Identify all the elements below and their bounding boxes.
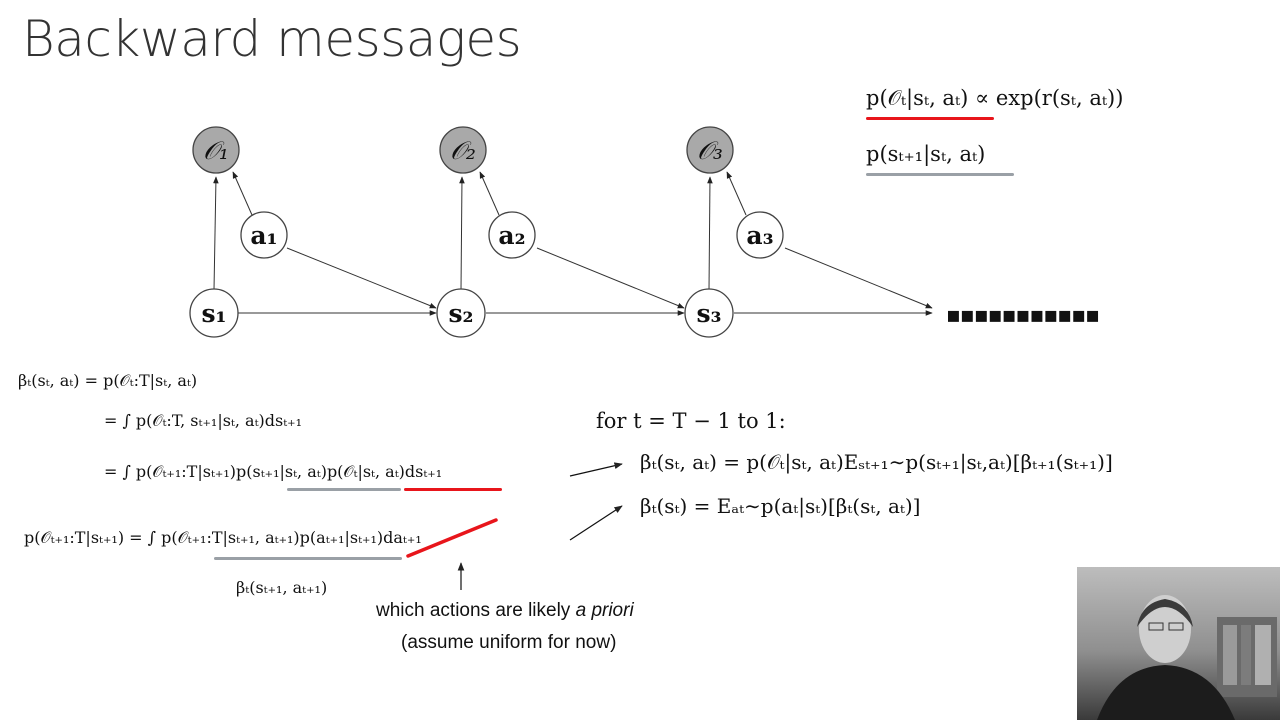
edge-s3-o3 — [707, 176, 713, 291]
beta-state-action: βₜ(sₜ, aₜ) = p(𝒪ₜ|sₜ, aₜ)Eₛₜ₊₁∼p(sₜ₊₁|sₜ… — [640, 450, 1113, 474]
dynamics-term: p(sₜ₊₁|sₜ, aₜ) — [866, 142, 986, 166]
label-s3: s₃ — [696, 299, 721, 328]
dynamics-underline — [866, 173, 1014, 176]
optimality-term-underline — [404, 488, 502, 491]
derivation-line-3: = ∫ p(𝒪ₜ₊₁:T|sₜ₊₁)p(sₜ₊₁|sₜ, aₜ)p(𝒪ₜ|sₜ,… — [104, 462, 443, 481]
prior-strike — [406, 518, 498, 558]
edge-a3-next — [784, 247, 933, 309]
label-a2: a₂ — [498, 221, 525, 250]
label-s1: s₁ — [201, 299, 226, 328]
slide-title: Backward messages — [22, 10, 522, 68]
loop-header: for t = T − 1 to 1: — [596, 409, 786, 433]
edge-a2-o2 — [479, 171, 500, 216]
node-o1 — [192, 126, 240, 174]
node-a3 — [736, 211, 784, 259]
node-s3 — [684, 288, 734, 338]
edge-s2-o2 — [459, 176, 465, 291]
optimality-likelihood: p(𝒪ₜ|sₜ, aₜ) ∝ exp(r(sₜ, aₜ)) — [866, 86, 1124, 110]
label-s2: s₂ — [448, 299, 473, 328]
derivation-line-1: βₜ(sₜ, aₜ) = p(𝒪ₜ:T|sₜ, aₜ) — [18, 371, 198, 390]
node-o3 — [686, 126, 734, 174]
label-o2: 𝒪₂ — [450, 136, 476, 165]
label-o3: 𝒪₃ — [697, 136, 723, 165]
arrow-to-beta-s — [569, 505, 623, 541]
node-a1 — [240, 211, 288, 259]
edge-a2-s3 — [536, 247, 685, 309]
prior-note-line-2: (assume uniform for now) — [401, 632, 617, 653]
derivation-line-2: = ∫ p(𝒪ₜ:T, sₜ₊₁|sₜ, aₜ)dsₜ₊₁ — [104, 411, 303, 430]
derivation-line-4: p(𝒪ₜ₊₁:T|sₜ₊₁) = ∫ p(𝒪ₜ₊₁:T|sₜ₊₁, aₜ₊₁)p… — [24, 528, 422, 547]
node-a2 — [488, 211, 536, 259]
beta-label: βₜ(sₜ₊₁, aₜ₊₁) — [236, 578, 328, 597]
edge-s1-o1 — [213, 176, 219, 291]
edge-a1-s2 — [286, 247, 437, 309]
beta-term-underline — [214, 557, 402, 560]
beta-state: βₜ(sₜ) = Eₐₜ∼p(aₜ|sₜ)[βₜ(sₜ, aₜ)] — [640, 494, 921, 518]
optimality-underline — [866, 117, 994, 120]
presenter-figure — [1097, 595, 1277, 720]
node-o2 — [439, 126, 487, 174]
node-s1 — [189, 288, 239, 338]
label-a3: a₃ — [746, 221, 773, 250]
label-o1: 𝒪₁ — [203, 136, 229, 165]
dynamics-term-underline — [287, 488, 401, 491]
label-a1: a₁ — [250, 221, 277, 250]
presenter-webcam — [1077, 567, 1280, 720]
edge-a3-o3 — [726, 171, 747, 216]
prior-note-line-1: which actions are likely a priori — [376, 600, 634, 621]
edge-a1-o1 — [232, 171, 253, 216]
ellipsis-dots: ▪▪▪▪▪▪▪▪▪▪▪ — [946, 303, 1099, 328]
arrow-to-beta-sa — [569, 462, 623, 477]
node-s2 — [436, 288, 486, 338]
